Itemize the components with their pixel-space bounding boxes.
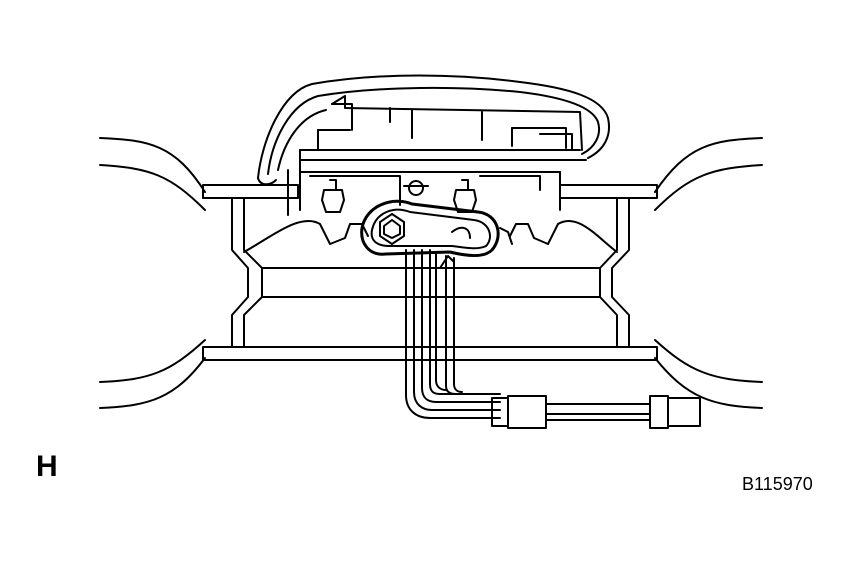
steering-wheel-rim-right-icon (654, 137, 763, 409)
connector-icon (491, 395, 701, 429)
figure-code-label: B115970 (742, 474, 813, 494)
airbag-module-icon (257, 74, 610, 216)
nut-icon (321, 179, 477, 213)
wire-harness-icon (405, 249, 501, 419)
wire-harness-clamp-icon (360, 199, 500, 269)
view-letter-label: H (36, 450, 58, 483)
steering-wheel-rim-left-icon (99, 137, 206, 409)
